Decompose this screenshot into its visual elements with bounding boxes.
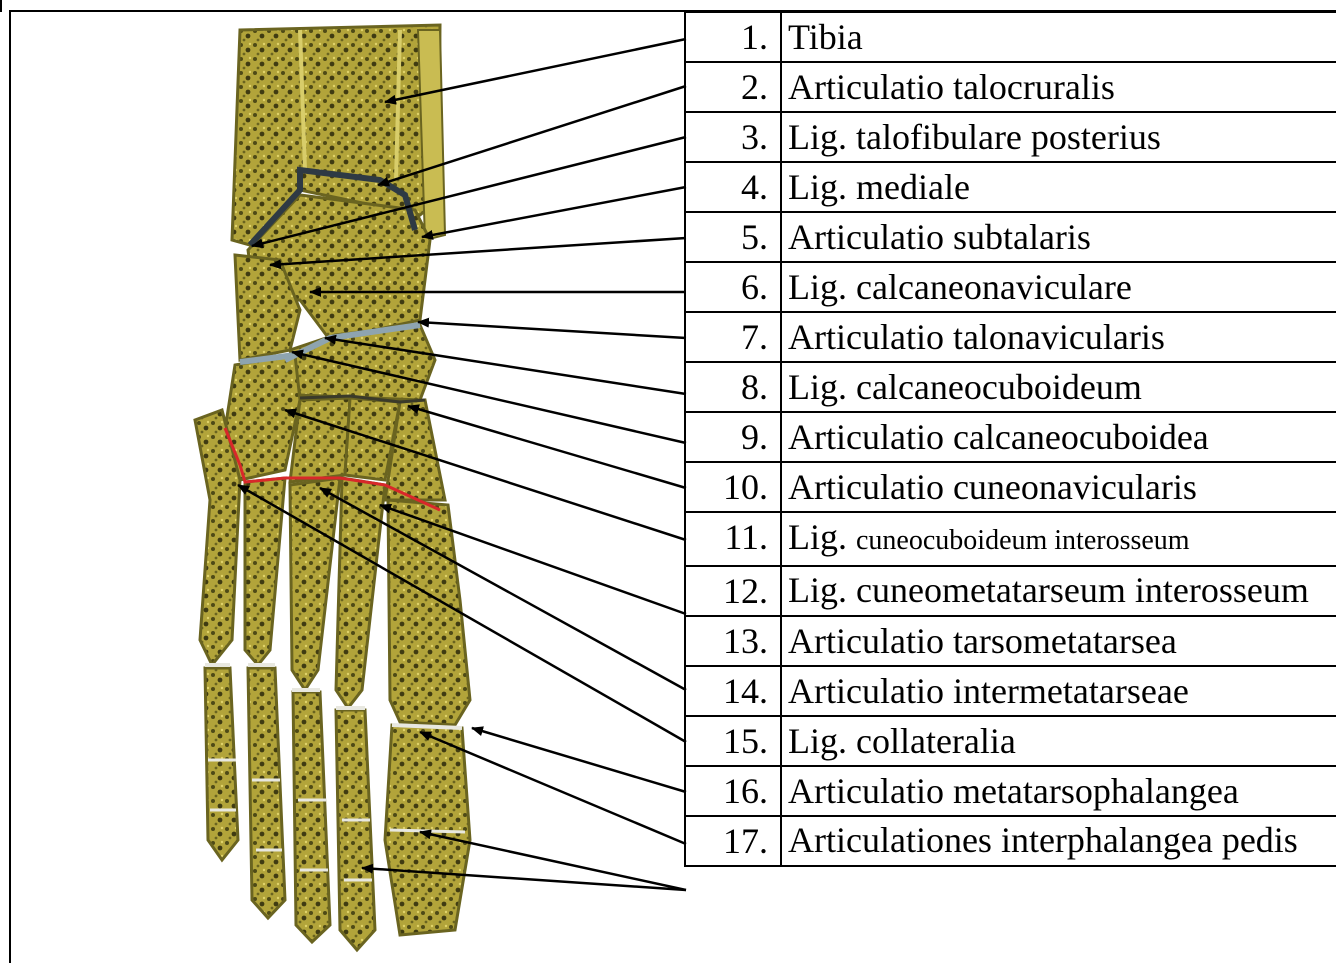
legend-term: Lig. talofibulare posterius (781, 112, 1336, 162)
legend-row: 14.Articulatio intermetatarseae (685, 666, 1336, 716)
arrow-13 (320, 488, 686, 690)
legend-number: 17. (685, 816, 781, 866)
legend-term: Articulationes interphalangea pedis (781, 816, 1336, 866)
legend-term: Articulatio talocruralis (781, 62, 1336, 112)
phalanges-toe-5 (205, 668, 238, 860)
legend-row: 16.Articulatio metatarsophalangea (685, 766, 1336, 816)
legend-row: 3.Lig. talofibulare posterius (685, 112, 1336, 162)
legend-row: 17.Articulationes interphalangea pedis (685, 816, 1336, 866)
legend-row: 5.Articulatio subtalaris (685, 212, 1336, 262)
legend-term: Lig. cuneometatarseum interosseum (781, 566, 1336, 616)
legend-number: 9. (685, 412, 781, 462)
legend-term: Lig. calcaneonaviculare (781, 262, 1336, 312)
legend-number: 3. (685, 112, 781, 162)
legend-table: 1.Tibia 2.Articulatio talocruralis 3.Lig… (684, 11, 1336, 867)
legend-row: 10.Articulatio cuneonavicularis (685, 462, 1336, 512)
legend-row: 4.Lig. mediale (685, 162, 1336, 212)
legend-term: Articulatio subtalaris (781, 212, 1336, 262)
legend-number: 16. (685, 766, 781, 816)
legend-number: 4. (685, 162, 781, 212)
arrow-15 (472, 728, 686, 792)
legend-term: Lig. cuneocuboideum interosseum (781, 512, 1336, 566)
legend-number: 5. (685, 212, 781, 262)
legend-number: 10. (685, 462, 781, 512)
legend-row: 1.Tibia (685, 12, 1336, 62)
legend-number: 15. (685, 716, 781, 766)
cuneiform-lateral (290, 398, 350, 482)
legend-number: 6. (685, 262, 781, 312)
legend-term: Lig. collateralia (781, 716, 1336, 766)
metatarsal-2 (336, 478, 385, 708)
legend-row: 7.Articulatio talonavicularis (685, 312, 1336, 362)
phalanges-toe-3 (293, 692, 330, 942)
legend-term: Articulatio cuneonavicularis (781, 462, 1336, 512)
phalanges-toe-4 (248, 668, 285, 918)
metatarsal-4 (245, 478, 285, 665)
legend-term: Articulatio tarsometatarsea (781, 616, 1336, 666)
legend-number: 11. (685, 512, 781, 566)
legend-number: 8. (685, 362, 781, 412)
legend-row: 11.Lig. cuneocuboideum interosseum (685, 512, 1336, 566)
metatarsal-3 (290, 478, 340, 690)
legend-row: 15.Lig. collateralia (685, 716, 1336, 766)
legend-term: Lig. mediale (781, 162, 1336, 212)
legend-term: Articulatio calcaneocuboidea (781, 412, 1336, 462)
legend-term-small: cuneocuboideum interosseum (856, 525, 1190, 556)
legend-number: 7. (685, 312, 781, 362)
legend-term: Articulatio intermetatarseae (781, 666, 1336, 716)
arrow-7 (418, 322, 686, 338)
legend-row: 9.Articulatio calcaneocuboidea (685, 412, 1336, 462)
phalanges-toe-2 (336, 710, 375, 950)
arrow-10 (408, 406, 686, 488)
legend-term: Tibia (781, 12, 1336, 62)
legend-row: 2.Articulatio talocruralis (685, 62, 1336, 112)
legend-row: 8.Lig. calcaneocuboideum (685, 362, 1336, 412)
legend-row: 6.Lig. calcaneonaviculare (685, 262, 1336, 312)
legend-term: Articulatio metatarsophalangea (781, 766, 1336, 816)
legend-number: 12. (685, 566, 781, 616)
legend-term: Lig. calcaneocuboideum (781, 362, 1336, 412)
legend-row: 12.Lig. cuneometatarseum interosseum (685, 566, 1336, 616)
legend-number: 1. (685, 12, 781, 62)
legend-number: 2. (685, 62, 781, 112)
legend-number: 14. (685, 666, 781, 716)
legend-row: 13.Articulatio tarsometatarsea (685, 616, 1336, 666)
legend-number: 13. (685, 616, 781, 666)
legend-term-prefix: Lig. (788, 517, 847, 557)
legend-term: Articulatio talonavicularis (781, 312, 1336, 362)
